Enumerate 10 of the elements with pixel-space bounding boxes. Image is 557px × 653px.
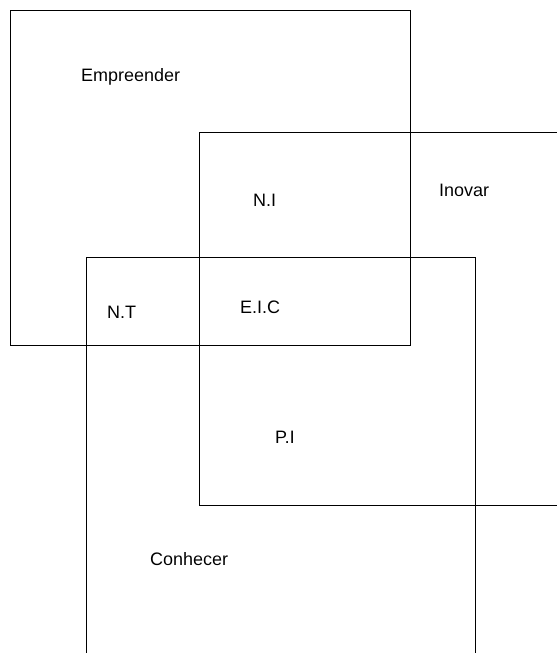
region-label: N.I — [253, 190, 276, 211]
region-label: N.T — [107, 302, 136, 323]
region-label: E.I.C — [240, 297, 280, 318]
set-label: Conhecer — [150, 549, 228, 570]
set-rectangle — [199, 132, 557, 506]
set-label: Empreender — [81, 65, 180, 86]
set-label: Inovar — [439, 180, 490, 201]
set-rectangle — [86, 257, 476, 653]
set-rectangle — [10, 10, 411, 346]
region-label: P.I — [275, 427, 295, 448]
